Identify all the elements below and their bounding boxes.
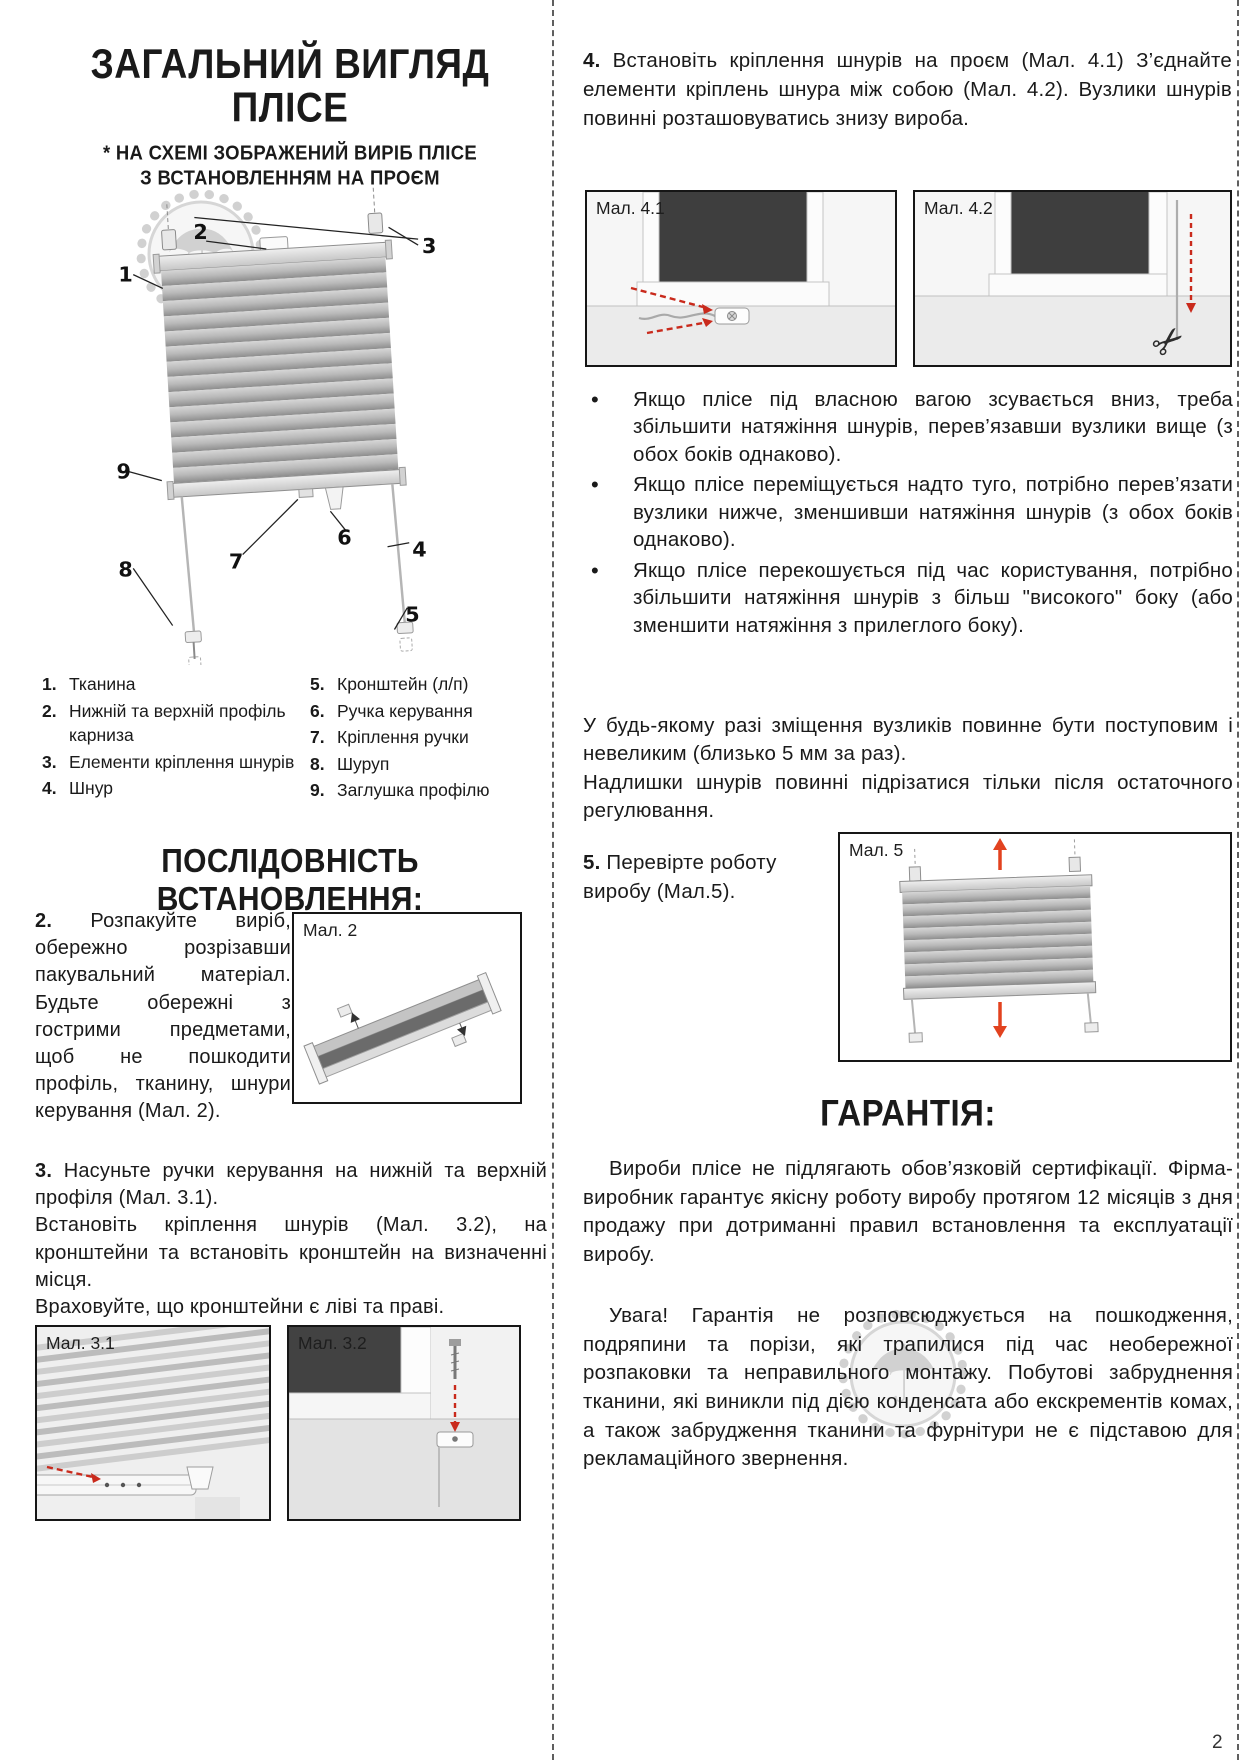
- red-arrow-icon: [46, 1465, 101, 1483]
- figure-5-image: [899, 838, 1099, 1043]
- blind-legend: 1.Тканина 2.Нижній та верхній профіль ка…: [42, 672, 547, 805]
- bullet-text-2: Якщо плісе переміщується надто туго, пот…: [633, 473, 1233, 552]
- callout-7: 7: [229, 549, 243, 573]
- step-3-text-2: Встановіть кріплення шнурів (Мал. 3.2), …: [35, 1214, 547, 1291]
- adjustment-note-2: Надлишки шнурів повинні підрізатися тіль…: [583, 770, 1233, 822]
- warranty-title: ГАРАНТІЯ:: [820, 1092, 996, 1134]
- page-title: ЗАГАЛЬНИЙ ВИГЛЯД ПЛІСЕ: [35, 40, 545, 130]
- page-title-line1: ЗАГАЛЬНИЙ ВИГЛЯД: [90, 40, 490, 87]
- red-arrow-icon: [630, 286, 713, 335]
- page-title-line2: ПЛІСЕ: [231, 84, 349, 131]
- callout-6: 6: [337, 526, 351, 550]
- legend-column-1: 1.Тканина 2.Нижній та верхній профіль ка…: [42, 672, 310, 805]
- bullet-text-1: Якщо плісе під власною вагою зсувається …: [633, 388, 1233, 466]
- red-arrow-icon: [993, 838, 1007, 1038]
- step-4-text: Встановіть кріплення шнурів на проєм (Ма…: [583, 49, 1232, 131]
- bullet-item: • Якщо плісе під власною вагою зсуваєтьс…: [583, 386, 1233, 468]
- figure-3-1-label: Мал. 3.1: [46, 1333, 115, 1353]
- figure-3-2: Мал. 3.2: [287, 1325, 521, 1521]
- figure-3-1-image: [37, 1327, 269, 1519]
- legend-column-2: 5.Кронштейн (л/п) 6.Ручка керування 7.Кр…: [310, 672, 547, 805]
- bullet-text-3: Якщо плісе перекошується під час користу…: [633, 558, 1233, 637]
- callout-1: 1: [118, 263, 132, 287]
- figure-3-1: Мал. 3.1: [35, 1325, 271, 1521]
- adjustment-bullet-list: • Якщо плісе під власною вагою зсуваєтьс…: [583, 386, 1233, 642]
- bullet-dot: •: [591, 387, 599, 412]
- red-arrow-icon: [1186, 214, 1196, 313]
- legend-item: 6.Ручка керування: [310, 700, 473, 721]
- warranty-paragraph-2: Увага! Гарантія не розповсюджується на п…: [583, 1304, 1233, 1471]
- figure-2: Мал. 2: [292, 912, 522, 1104]
- figure-2-image: [303, 971, 502, 1085]
- page-subtitle: * НА СХЕМІ ЗОБРАЖЕНИЙ ВИРІБ ПЛІСЕ З ВСТА…: [35, 140, 545, 189]
- figure-5: Мал. 5: [838, 832, 1232, 1062]
- callout-9: 9: [116, 460, 130, 484]
- figure-4-2: Мал. 4.2 ✂: [913, 190, 1232, 367]
- adjustment-note: У будь-якому разі зміщення вузликів пови…: [583, 712, 1233, 825]
- bullet-dot: •: [591, 557, 599, 583]
- callout-8: 8: [118, 557, 132, 581]
- step-2-number: 2.: [35, 910, 53, 932]
- figure-2-label: Мал. 2: [303, 920, 358, 940]
- legend-item: 4.Шнур: [42, 778, 113, 798]
- center-divider: [552, 0, 554, 1760]
- callout-5: 5: [405, 603, 419, 627]
- step-5-number: 5.: [583, 851, 601, 874]
- step-5-text: Перевірте роботу виробу (Мал.5).: [583, 851, 777, 904]
- step-2-paragraph: 2. Розпакуйте виріб, обережно розрізавши…: [35, 908, 291, 1126]
- warranty-paragraph-1: Вироби плісе не підлягають обов’язковій …: [583, 1157, 1233, 1267]
- legend-item: 7.Кріплення ручки: [310, 727, 469, 747]
- page-subtitle-line1: * НА СХЕМІ ЗОБРАЖЕНИЙ ВИРІБ ПЛІСЕ: [102, 141, 478, 164]
- bullet-item: • Якщо плісе перекошується під час корис…: [583, 557, 1233, 639]
- figure-4-2-image: ✂: [915, 192, 1230, 365]
- callout-2: 2: [193, 220, 207, 244]
- figure-4-2-label: Мал. 4.2: [924, 198, 993, 218]
- step-5-paragraph: 5. Перевірте роботу виробу (Мал.5).: [583, 848, 831, 906]
- callout-3: 3: [422, 234, 436, 258]
- figure-4-1-image: [587, 192, 895, 365]
- section-title-installation: ПОСЛІДОВНІСТЬ ВСТАНОВЛЕННЯ:: [156, 843, 424, 919]
- figure-3-2-label: Мал. 3.2: [298, 1333, 367, 1353]
- figure-4-1-label: Мал. 4.1: [596, 198, 665, 218]
- bullet-dot: •: [591, 472, 599, 498]
- figure-5-label: Мал. 5: [849, 840, 904, 860]
- red-arrow-icon: [450, 1385, 460, 1432]
- screw-icon: [449, 1339, 461, 1379]
- step-3-paragraph: 3. Насуньте ручки керування на нижній та…: [35, 1158, 547, 1321]
- figure-4-1: Мал. 4.1: [585, 190, 897, 367]
- step-2-text: Розпакуйте виріб, обережно розрізавши па…: [35, 910, 291, 1123]
- legend-item: 9.Заглушка профілю: [310, 780, 490, 800]
- adjustment-note-1: У будь-якому разі зміщення вузликів пови…: [583, 714, 1233, 766]
- legend-item: 2.Нижній та верхній профіль карниза: [42, 700, 286, 746]
- callout-4: 4: [412, 538, 426, 562]
- page-subtitle-line2: З ВСТАНОВЛЕННЯМ НА ПРОЄМ: [140, 166, 440, 189]
- figure-3-2-image: [289, 1327, 519, 1519]
- step-3-text-1: Насуньте ручки керування на нижній та ве…: [35, 1160, 547, 1210]
- step-4-paragraph: 4. Встановіть кріплення шнурів на проєм …: [583, 46, 1232, 133]
- page-number: 2: [1212, 1732, 1223, 1753]
- step-3-text-3: Враховуйте, що кронштейни є ліві та прав…: [35, 1295, 445, 1318]
- legend-item: 3.Елементи кріплення шнурів: [42, 751, 295, 772]
- right-divider: [1237, 0, 1239, 1760]
- step-4-number: 4.: [583, 49, 601, 72]
- legend-item: 8.Шуруп: [310, 753, 390, 774]
- legend-item: 5.Кронштейн (л/п): [310, 674, 469, 694]
- legend-item: 1.Тканина: [42, 674, 136, 694]
- bullet-item: • Якщо плісе переміщується надто туго, п…: [583, 471, 1233, 553]
- step-3-number: 3.: [35, 1160, 53, 1182]
- pleated-blind-diagram: 1 2 3 4 5 6 7 8 9: [30, 180, 545, 671]
